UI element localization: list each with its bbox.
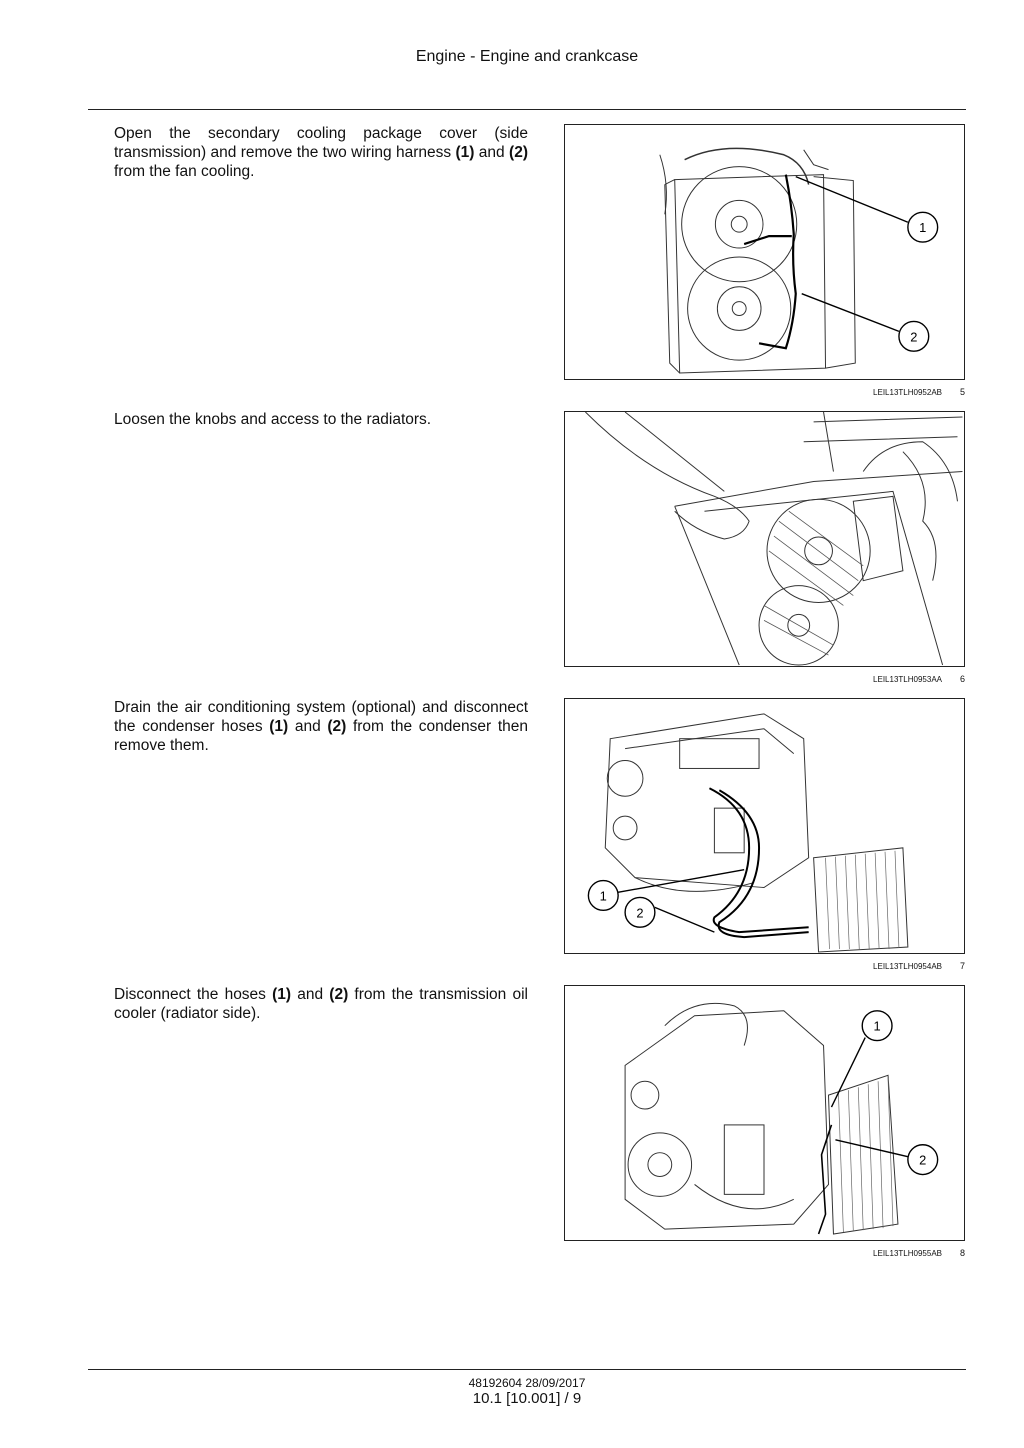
callout-1-label: 1 xyxy=(874,1019,881,1034)
callout-1 xyxy=(907,211,939,243)
figure-7-illustration: 1 2 xyxy=(564,698,965,954)
radiator-access-illustration xyxy=(585,412,963,666)
cooling-fans-illustration: 1 2 xyxy=(659,147,939,374)
figure-6-caption: LEIL13TLH0953AA 6 xyxy=(564,674,965,684)
figure-8-number: 8 xyxy=(959,1248,965,1258)
figure-6-code: LEIL13TLH0953AA xyxy=(873,675,942,684)
footer-rule xyxy=(88,1369,966,1370)
header-rule xyxy=(88,109,966,110)
step-2-text: Loosen the knobs and access to the radia… xyxy=(114,411,432,428)
step-1-text: Open the secondary cooling package cover… xyxy=(114,125,528,180)
callout-1 xyxy=(587,879,619,912)
page-header-title: Engine - Engine and crankcase xyxy=(415,48,639,65)
callout-1 xyxy=(861,1010,893,1042)
step-3-text: Drain the air conditioning system (optio… xyxy=(114,699,528,754)
callout-1-label: 1 xyxy=(919,220,926,235)
figure-8-illustration: 1 2 xyxy=(564,985,965,1241)
figure-7-number: 7 xyxy=(959,961,965,971)
footer-page-ref: 10.1 [10.001] / 9 xyxy=(472,1390,582,1407)
figure-5-caption: LEIL13TLH0952AB 5 xyxy=(564,387,965,397)
figure-5-number: 5 xyxy=(959,387,965,397)
callout-2 xyxy=(624,896,656,928)
footer-doc-ref: 48192604 28/09/2017 xyxy=(468,1376,586,1390)
condenser-hoses-illustration: 1 2 xyxy=(587,713,909,953)
callout-2-label: 2 xyxy=(919,1153,926,1168)
figure-5-code: LEIL13TLH0952AB xyxy=(873,388,942,397)
figure-7-caption: LEIL13TLH0954AB 7 xyxy=(564,961,965,971)
callout-2 xyxy=(907,1144,939,1176)
figure-6-illustration xyxy=(564,411,965,667)
oil-cooler-hoses-illustration: 1 2 xyxy=(624,1002,939,1235)
callout-1-label: 1 xyxy=(600,888,607,903)
figure-7-code: LEIL13TLH0954AB xyxy=(873,962,942,971)
callout-2-label: 2 xyxy=(636,905,643,920)
figure-6-number: 6 xyxy=(959,674,965,684)
figure-8-code: LEIL13TLH0955AB xyxy=(873,1249,942,1258)
callout-2-label: 2 xyxy=(910,329,917,344)
figure-5-illustration: 1 2 xyxy=(564,124,965,380)
callout-2 xyxy=(898,320,930,352)
figure-8-caption: LEIL13TLH0955AB 8 xyxy=(564,1248,965,1258)
step-4-text: Disconnect the hoses (1) and (2) from th… xyxy=(114,986,528,1022)
